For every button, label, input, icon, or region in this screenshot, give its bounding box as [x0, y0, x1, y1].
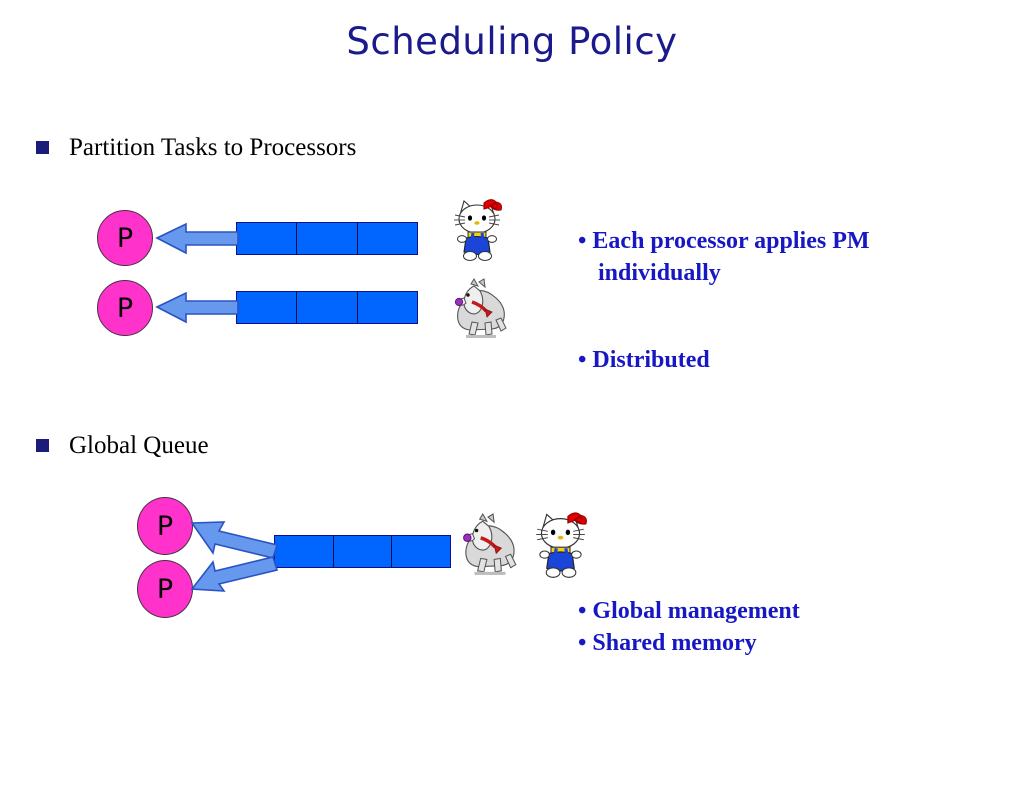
note-each-processor-applies-pm: • Each processor applies PM individually [578, 226, 870, 290]
arrow-queue1-to-processor1 [155, 222, 239, 255]
dog-clipart-icon [454, 278, 507, 338]
heading-global-queue: Global Queue [36, 433, 209, 458]
global-task-queue-cell-1 [275, 536, 333, 567]
processor-node-4: P [137, 560, 193, 618]
note-each-processor-line2: individually [598, 259, 721, 286]
arrow-globalqueue-to-processor4 [190, 556, 279, 592]
note-global-management: • Global management [578, 598, 800, 624]
cat-clipart-icon [454, 199, 502, 261]
heading-global-queue-label: Global Queue [69, 432, 209, 459]
processor-node-2-label: P [116, 292, 134, 324]
global-task-queue-cell-2 [332, 536, 392, 567]
cat-clipart-icon [536, 512, 587, 578]
task-queue-1-cell-2 [296, 223, 357, 254]
task-queue-1-cell-1 [237, 223, 297, 254]
square-bullet-icon [36, 141, 49, 154]
task-queue-2 [236, 291, 418, 324]
task-queue-2-cell-2 [296, 292, 357, 323]
heading-partition-tasks: Partition Tasks to Processors [36, 135, 356, 160]
global-task-queue-cell-3 [391, 536, 451, 567]
page-title: Scheduling Policy [346, 20, 678, 63]
task-queue-2-cell-3 [356, 292, 417, 323]
heading-partition-label: Partition Tasks to Processors [69, 134, 357, 161]
arrow-globalqueue-to-processor3 [190, 521, 279, 559]
note-distributed: • Distributed [578, 345, 710, 377]
global-task-queue [274, 535, 451, 568]
note-distributed-line: • Distributed [578, 347, 710, 373]
processor-node-4-label: P [156, 573, 174, 605]
processor-node-3: P [137, 497, 193, 555]
arrow-queue2-to-processor2 [155, 291, 239, 324]
note-shared-memory: • Shared memory [578, 629, 757, 656]
task-queue-1 [236, 222, 418, 255]
processor-node-2: P [97, 280, 153, 336]
processor-node-3-label: P [156, 510, 174, 542]
task-queue-2-cell-1 [237, 292, 297, 323]
processor-node-1: P [97, 210, 153, 266]
note-global-queue-properties: • Global management • Shared memory [578, 596, 800, 660]
processor-node-1-label: P [116, 222, 134, 254]
note-each-processor-line1: • Each processor applies PM [578, 228, 870, 254]
square-bullet-icon [36, 439, 49, 452]
dog-clipart-icon [463, 513, 517, 575]
task-queue-1-cell-3 [356, 223, 417, 254]
